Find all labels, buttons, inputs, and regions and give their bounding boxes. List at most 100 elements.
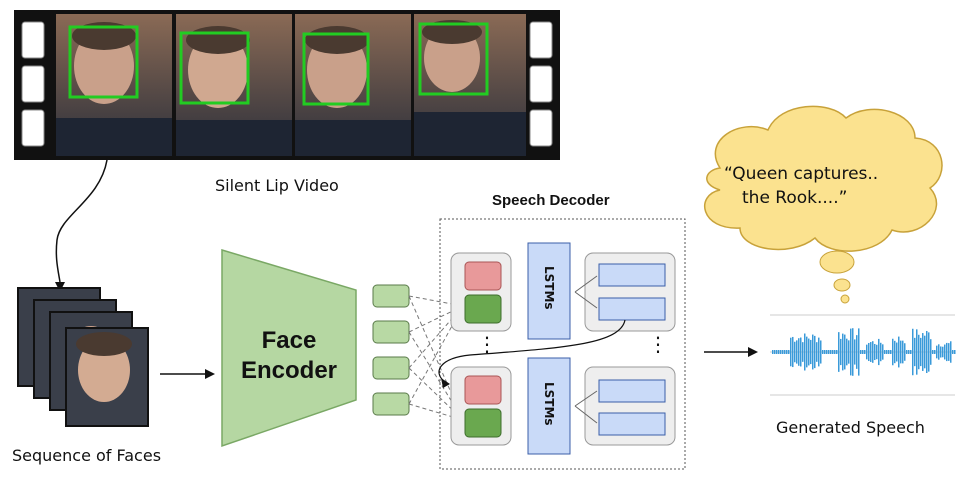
attention-state-bottom <box>464 375 502 405</box>
waveform-sample <box>942 346 944 358</box>
waveform-sample <box>872 341 874 363</box>
waveform-sample <box>814 335 816 369</box>
face-encoder-label: Face Encoder <box>222 326 356 386</box>
waveform-sample <box>848 340 850 364</box>
waveform-sample <box>880 342 882 362</box>
waveform-sample <box>908 350 910 354</box>
output-frame-top-1 <box>598 263 666 287</box>
lstm-bottom-label: LSTMs <box>542 382 556 426</box>
waveform-sample <box>852 328 854 376</box>
waveform-sample <box>914 337 916 367</box>
waveform-sample <box>884 350 886 354</box>
waveform-sample <box>786 350 788 354</box>
waveform-sample <box>916 329 918 375</box>
waveform-sample <box>772 350 774 354</box>
waveform-sample <box>892 338 894 366</box>
waveform-sample <box>844 334 846 370</box>
waveform-sample <box>832 350 834 354</box>
speech-bubble-text: “Queen captures.. the Rook....” <box>724 162 878 210</box>
output-frame-bottom-1 <box>598 379 666 403</box>
lstm-block-bottom <box>527 357 571 455</box>
waveform-sample <box>804 333 806 371</box>
waveform-sample <box>926 330 928 374</box>
waveform-sample <box>924 335 926 369</box>
waveform-sample <box>800 337 802 367</box>
waveform-sample <box>808 338 810 366</box>
film-to-faces-arrow <box>55 159 108 283</box>
ellipsis-left: ⋮ <box>477 332 497 356</box>
video-frame-3 <box>295 14 411 156</box>
speech-decoder-title: Speech Decoder <box>492 192 610 209</box>
speech-bubble-line2: the Rook....” <box>742 188 848 208</box>
waveform-sample <box>822 350 824 354</box>
speech-bubble <box>704 105 943 304</box>
waveform-sample <box>824 350 826 354</box>
waveform-sample <box>784 350 786 354</box>
waveform-sample <box>778 350 780 354</box>
video-frame-1 <box>56 14 172 156</box>
waveform-sample <box>820 340 822 364</box>
waveform-sample <box>936 345 938 359</box>
waveform-sample <box>940 346 942 358</box>
silent-lip-video-label: Silent Lip Video <box>215 176 339 195</box>
waveform-sample <box>954 350 956 354</box>
waveform-sample <box>952 350 954 354</box>
embedding-column <box>372 284 410 416</box>
waveform-sample <box>922 333 924 371</box>
waveform-sample <box>826 350 828 354</box>
face-stack <box>17 287 149 427</box>
waveform-sample <box>898 336 900 368</box>
waveform-sample <box>860 350 862 354</box>
face-encoder-label-line2: Encoder <box>240 357 338 384</box>
attention-state-top <box>464 261 502 291</box>
waveform-sample <box>788 350 790 354</box>
lstm-top-label: LSTMs <box>542 266 556 310</box>
waveform-sample <box>836 350 838 354</box>
waveform-sample <box>946 342 948 362</box>
waveform-sample <box>906 350 908 354</box>
waveform-sample <box>904 343 906 361</box>
sequence-of-faces-label: Sequence of Faces <box>12 446 162 465</box>
waveform-sample <box>830 350 832 354</box>
waveform-sample <box>782 350 784 354</box>
ellipsis-right: ⋮ <box>648 332 668 356</box>
waveform-sample <box>780 350 782 354</box>
speech-bubble-line1: “Queen captures.. <box>724 164 879 184</box>
waveform-sample <box>862 350 864 354</box>
waveform-sample <box>816 342 818 362</box>
waveform-sample <box>888 350 890 354</box>
waveform-sample <box>806 336 808 368</box>
waveform-sample <box>818 337 820 367</box>
video-frame-2 <box>176 14 292 156</box>
waveform-sample <box>928 332 930 372</box>
generated-speech-label: Generated Speech <box>776 418 925 437</box>
waveform-sample <box>828 350 830 354</box>
film-strip <box>14 10 560 160</box>
waveform-sample <box>868 342 870 362</box>
context-vector-bottom <box>464 408 502 438</box>
waveform-sample <box>876 344 878 360</box>
waveform-sample <box>882 344 884 360</box>
waveform-sample <box>774 350 776 354</box>
waveform-sample <box>792 336 794 368</box>
waveform-sample <box>856 335 858 369</box>
feedback-arrow <box>438 319 626 383</box>
face-card-4 <box>65 327 149 427</box>
waveform-sample <box>900 340 902 364</box>
waveform-sample <box>938 344 940 360</box>
waveform-sample <box>842 333 844 371</box>
waveform-sample <box>878 338 880 366</box>
lstm-block-top <box>527 242 571 340</box>
waveform-sample <box>890 350 892 354</box>
waveform-sample <box>870 342 872 362</box>
waveform-sample <box>838 332 840 372</box>
waveform-sample <box>866 344 868 360</box>
waveform-sample <box>810 339 812 365</box>
waveform-sample <box>846 338 848 366</box>
waveform-sample <box>934 350 936 354</box>
waveform-sample <box>886 350 888 354</box>
output-frame-top-2 <box>598 297 666 321</box>
waveform-sample <box>930 339 932 365</box>
waveform-sample <box>864 350 866 354</box>
waveform-sample <box>918 334 920 370</box>
